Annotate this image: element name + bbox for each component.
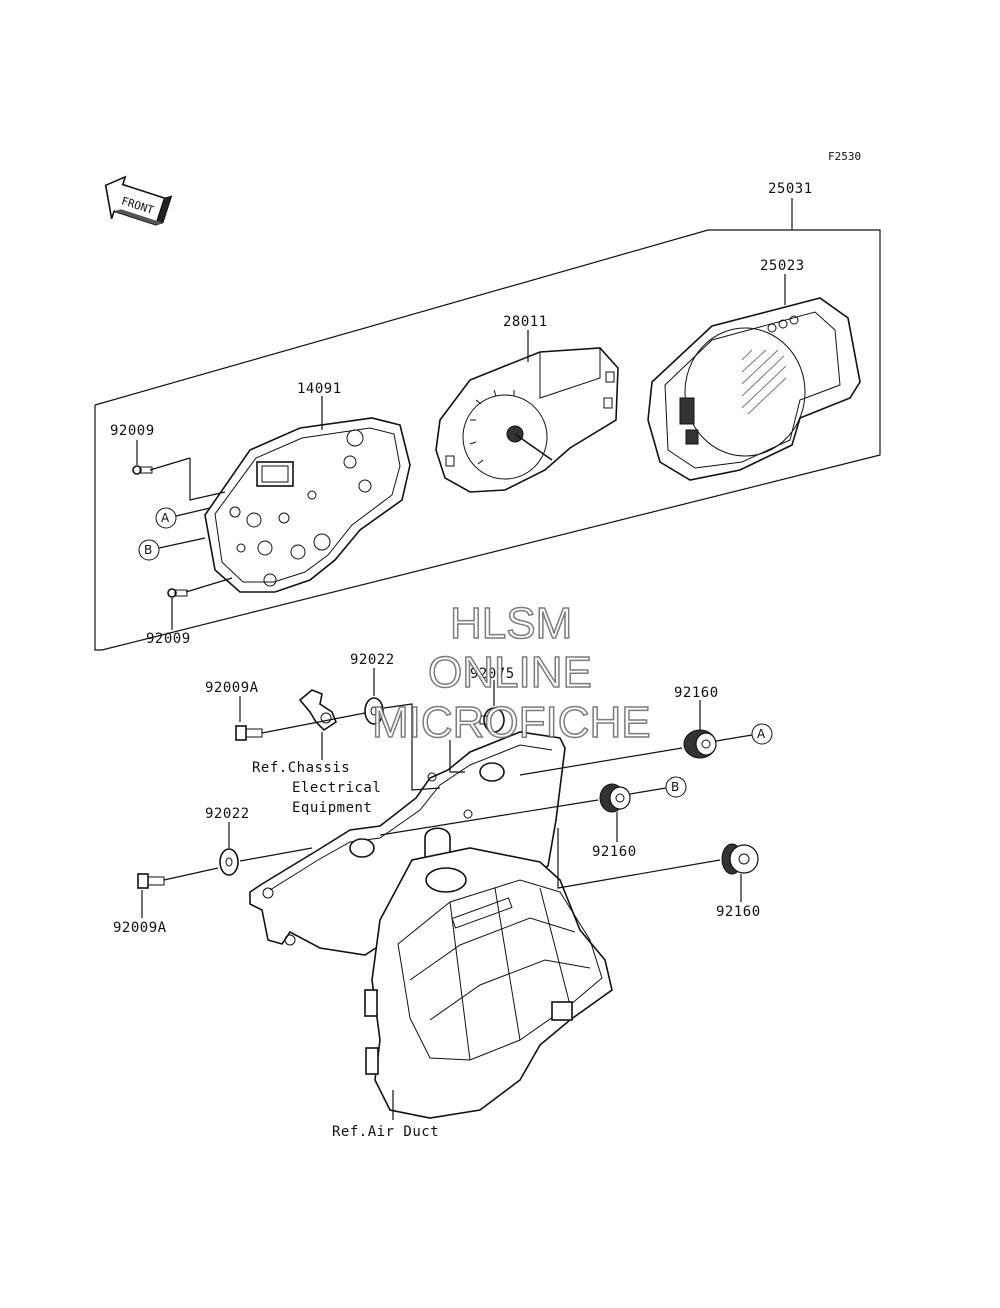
part-number-92009a-upper: 92009A	[205, 680, 259, 696]
washer-upper-part	[364, 697, 384, 725]
meter-cover-part	[647, 297, 861, 481]
callout-b2-circle	[665, 776, 687, 798]
meter-bracket-part	[249, 731, 566, 956]
part-number-92160-c: 92160	[716, 904, 761, 920]
screw-bottom-part	[167, 588, 188, 598]
part-number-92160-b: 92160	[592, 844, 637, 860]
ref-chassis-line1: Ref.Chassis	[252, 760, 350, 776]
bolt-lower-part	[137, 873, 165, 889]
washer-lower-part	[219, 848, 239, 876]
ref-air-duct: Ref.Air Duct	[332, 1124, 439, 1140]
callout-a2-label: A	[757, 727, 766, 741]
bolt-upper-part	[235, 725, 263, 741]
callout-b-label: B	[144, 543, 152, 557]
collar-part	[479, 707, 505, 733]
part-number-25023: 25023	[760, 258, 805, 274]
figure-code: F2530	[828, 150, 861, 163]
damper-a-part	[683, 729, 717, 759]
damper-c-part	[721, 843, 759, 875]
part-number-28011: 28011	[503, 314, 548, 330]
part-number-92009-top: 92009	[110, 423, 155, 439]
callout-a-label: A	[161, 511, 170, 525]
part-number-92022-lower: 92022	[205, 806, 250, 822]
part-number-92160-a: 92160	[674, 685, 719, 701]
watermark: HLSM ONLINE MICROFICHE	[371, 598, 651, 748]
ref-chassis-line3: Equipment	[292, 800, 372, 816]
assembly-bracket	[94, 198, 881, 651]
part-number-14091: 14091	[297, 381, 342, 397]
callout-b-circle	[138, 539, 160, 561]
watermark-line1: HLSM	[450, 599, 572, 648]
part-number-92009a-lower: 92009A	[113, 920, 167, 936]
callout-a-circle	[155, 507, 177, 529]
meter-unit-part	[435, 347, 619, 493]
watermark-line2: ONLINE	[428, 648, 592, 697]
callout-b2-label: B	[671, 780, 679, 794]
ref-chassis-line2: Electrical	[292, 780, 381, 796]
air-duct-part	[364, 847, 613, 1119]
screw-top-part	[132, 465, 153, 475]
callout-a2-circle	[751, 723, 773, 745]
front-arrow-icon: FRONT	[104, 175, 173, 226]
part-number-92009-bottom: 92009	[146, 631, 191, 647]
part-number-92022-upper: 92022	[350, 652, 395, 668]
part-number-92075: 92075	[470, 666, 515, 682]
damper-b-part	[599, 783, 631, 813]
watermark-line3: MICROFICHE	[372, 698, 651, 747]
part-number-25031: 25031	[768, 181, 813, 197]
meter-case-part	[204, 417, 411, 593]
